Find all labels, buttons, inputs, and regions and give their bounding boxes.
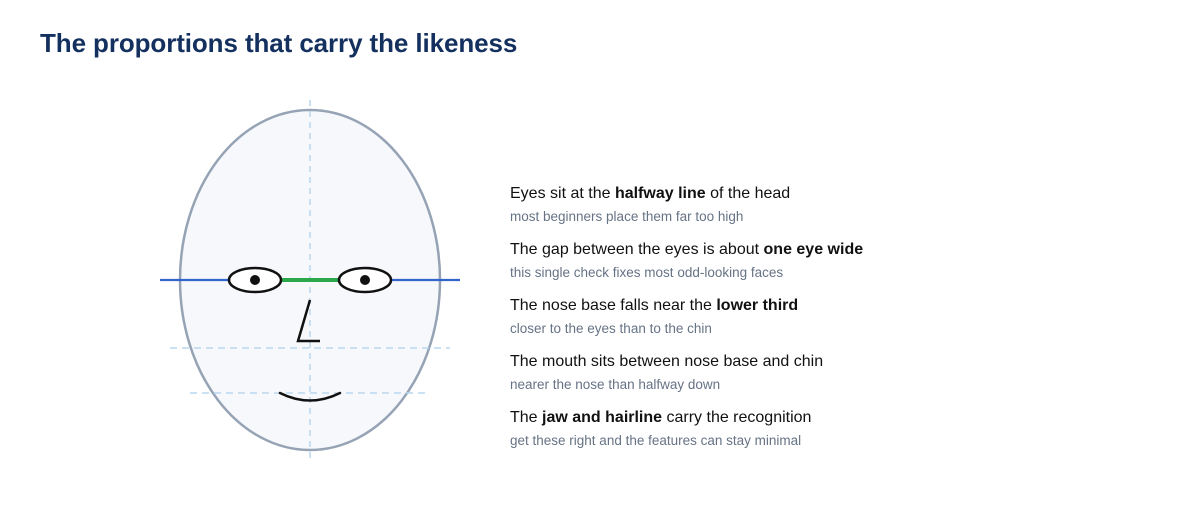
page-title: The proportions that carry the likeness [40,28,518,58]
note-eye-gap: The gap between the eyes is about one ey… [510,239,1150,295]
note-mouth: The mouth sits between nose base and chi… [510,351,1150,407]
note-detail: get these right and the features can sta… [510,433,802,448]
note-heading: The nose base falls near the lower third [510,297,799,314]
face-diagram [160,100,460,460]
left-eye-icon [227,266,283,294]
nose-icon [296,299,320,343]
note-heading: Eyes sit at the halfway line of the head [510,185,791,202]
note-detail: closer to the eyes than to the chin [510,321,712,336]
note-eyes-halfway: Eyes sit at the halfway line of the head… [510,183,1150,239]
note-heading: The jaw and hairline carry the recogniti… [510,409,812,426]
note-heading: The gap between the eyes is about one ey… [510,241,864,258]
note-detail: nearer the nose than halfway down [510,377,721,392]
note-detail: most beginners place them far too high [510,209,744,224]
note-nose-base: The nose base falls near the lower third… [510,295,1150,351]
right-eye-icon [337,266,393,294]
note-jaw-hairline: The jaw and hairline carry the recogniti… [510,407,1150,463]
note-detail: this single check fixes most odd-looking… [510,265,784,280]
mouth-icon [278,391,342,402]
note-heading: The mouth sits between nose base and chi… [510,353,824,370]
proportion-notes: Eyes sit at the halfway line of the head… [510,183,1150,463]
